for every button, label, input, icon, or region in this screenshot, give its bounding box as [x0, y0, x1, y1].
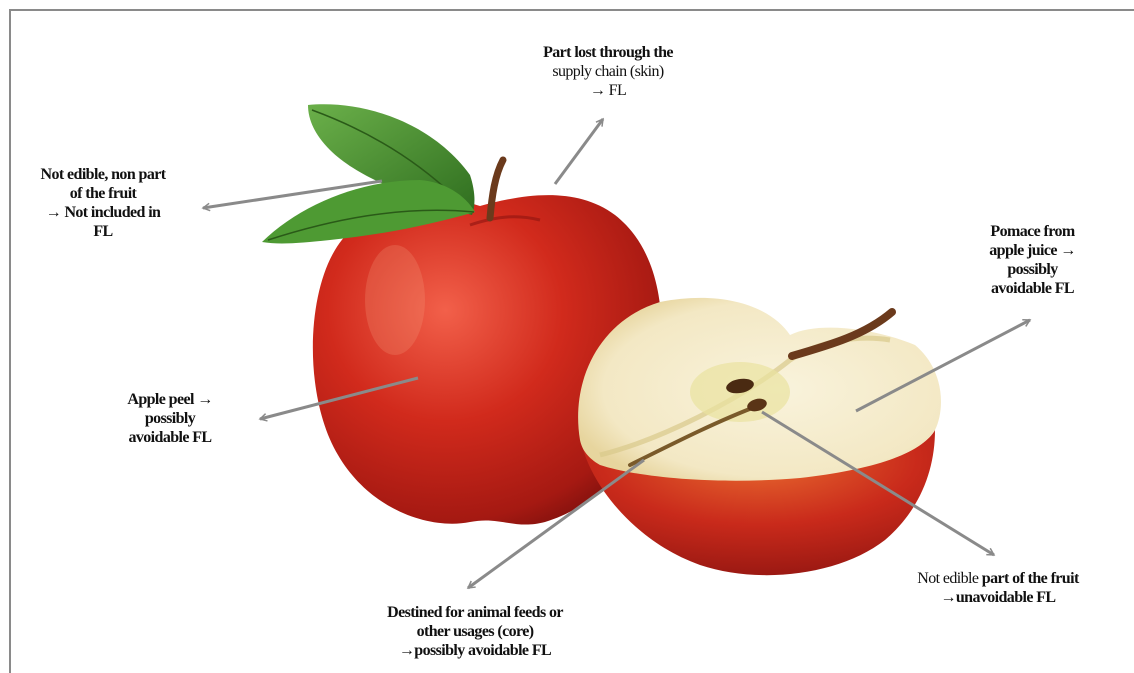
peel-label-line1: Apple peel →	[100, 390, 240, 409]
seeds-label-line1: Not edible part of the fruit	[888, 569, 1108, 588]
pomace-label-line2: apple juice →	[960, 241, 1105, 260]
pomace-label-line3: possibly	[960, 260, 1105, 279]
core-label: Destined for animal feeds or other usage…	[345, 603, 605, 660]
leaf-label-line1: Not edible, non part	[18, 165, 188, 184]
seeds-label-line1-normal: Not edible	[917, 570, 982, 587]
core-label-line3: →possibly avoidable FL	[345, 641, 605, 660]
peel-label-line2: possibly	[100, 409, 240, 428]
leaf-label-line2: of the fruit	[18, 184, 188, 203]
pomace-label: Pomace from apple juice → possibly avoid…	[960, 222, 1105, 298]
skin-label-line1: Part lost through the	[518, 43, 698, 62]
seeds-label: Not edible part of the fruit →unavoidabl…	[888, 569, 1108, 607]
pomace-label-line1: Pomace from	[960, 222, 1105, 241]
halved-apple-icon	[578, 298, 941, 575]
skin-label-line3: → FL	[518, 81, 698, 100]
peel-label: Apple peel → possibly avoidable FL	[100, 390, 240, 447]
skin-pointer-arrow	[555, 119, 603, 184]
skin-label-line2: supply chain (skin)	[518, 62, 698, 81]
skin-label: Part lost through the supply chain (skin…	[518, 43, 698, 100]
seeds-label-line2: →unavoidable FL	[888, 588, 1108, 607]
core-label-line2: other usages (core)	[345, 622, 605, 641]
peel-label-line3: avoidable FL	[100, 428, 240, 447]
pomace-label-line4: avoidable FL	[960, 279, 1105, 298]
leaf-label-line4: FL	[18, 222, 188, 241]
leaf-label: Not edible, non part of the fruit → Not …	[18, 165, 188, 241]
core-label-line1: Destined for animal feeds or	[345, 603, 605, 622]
seeds-label-line1-bold: part of the fruit	[982, 570, 1079, 587]
leaf-label-line3: → Not included in	[18, 203, 188, 222]
